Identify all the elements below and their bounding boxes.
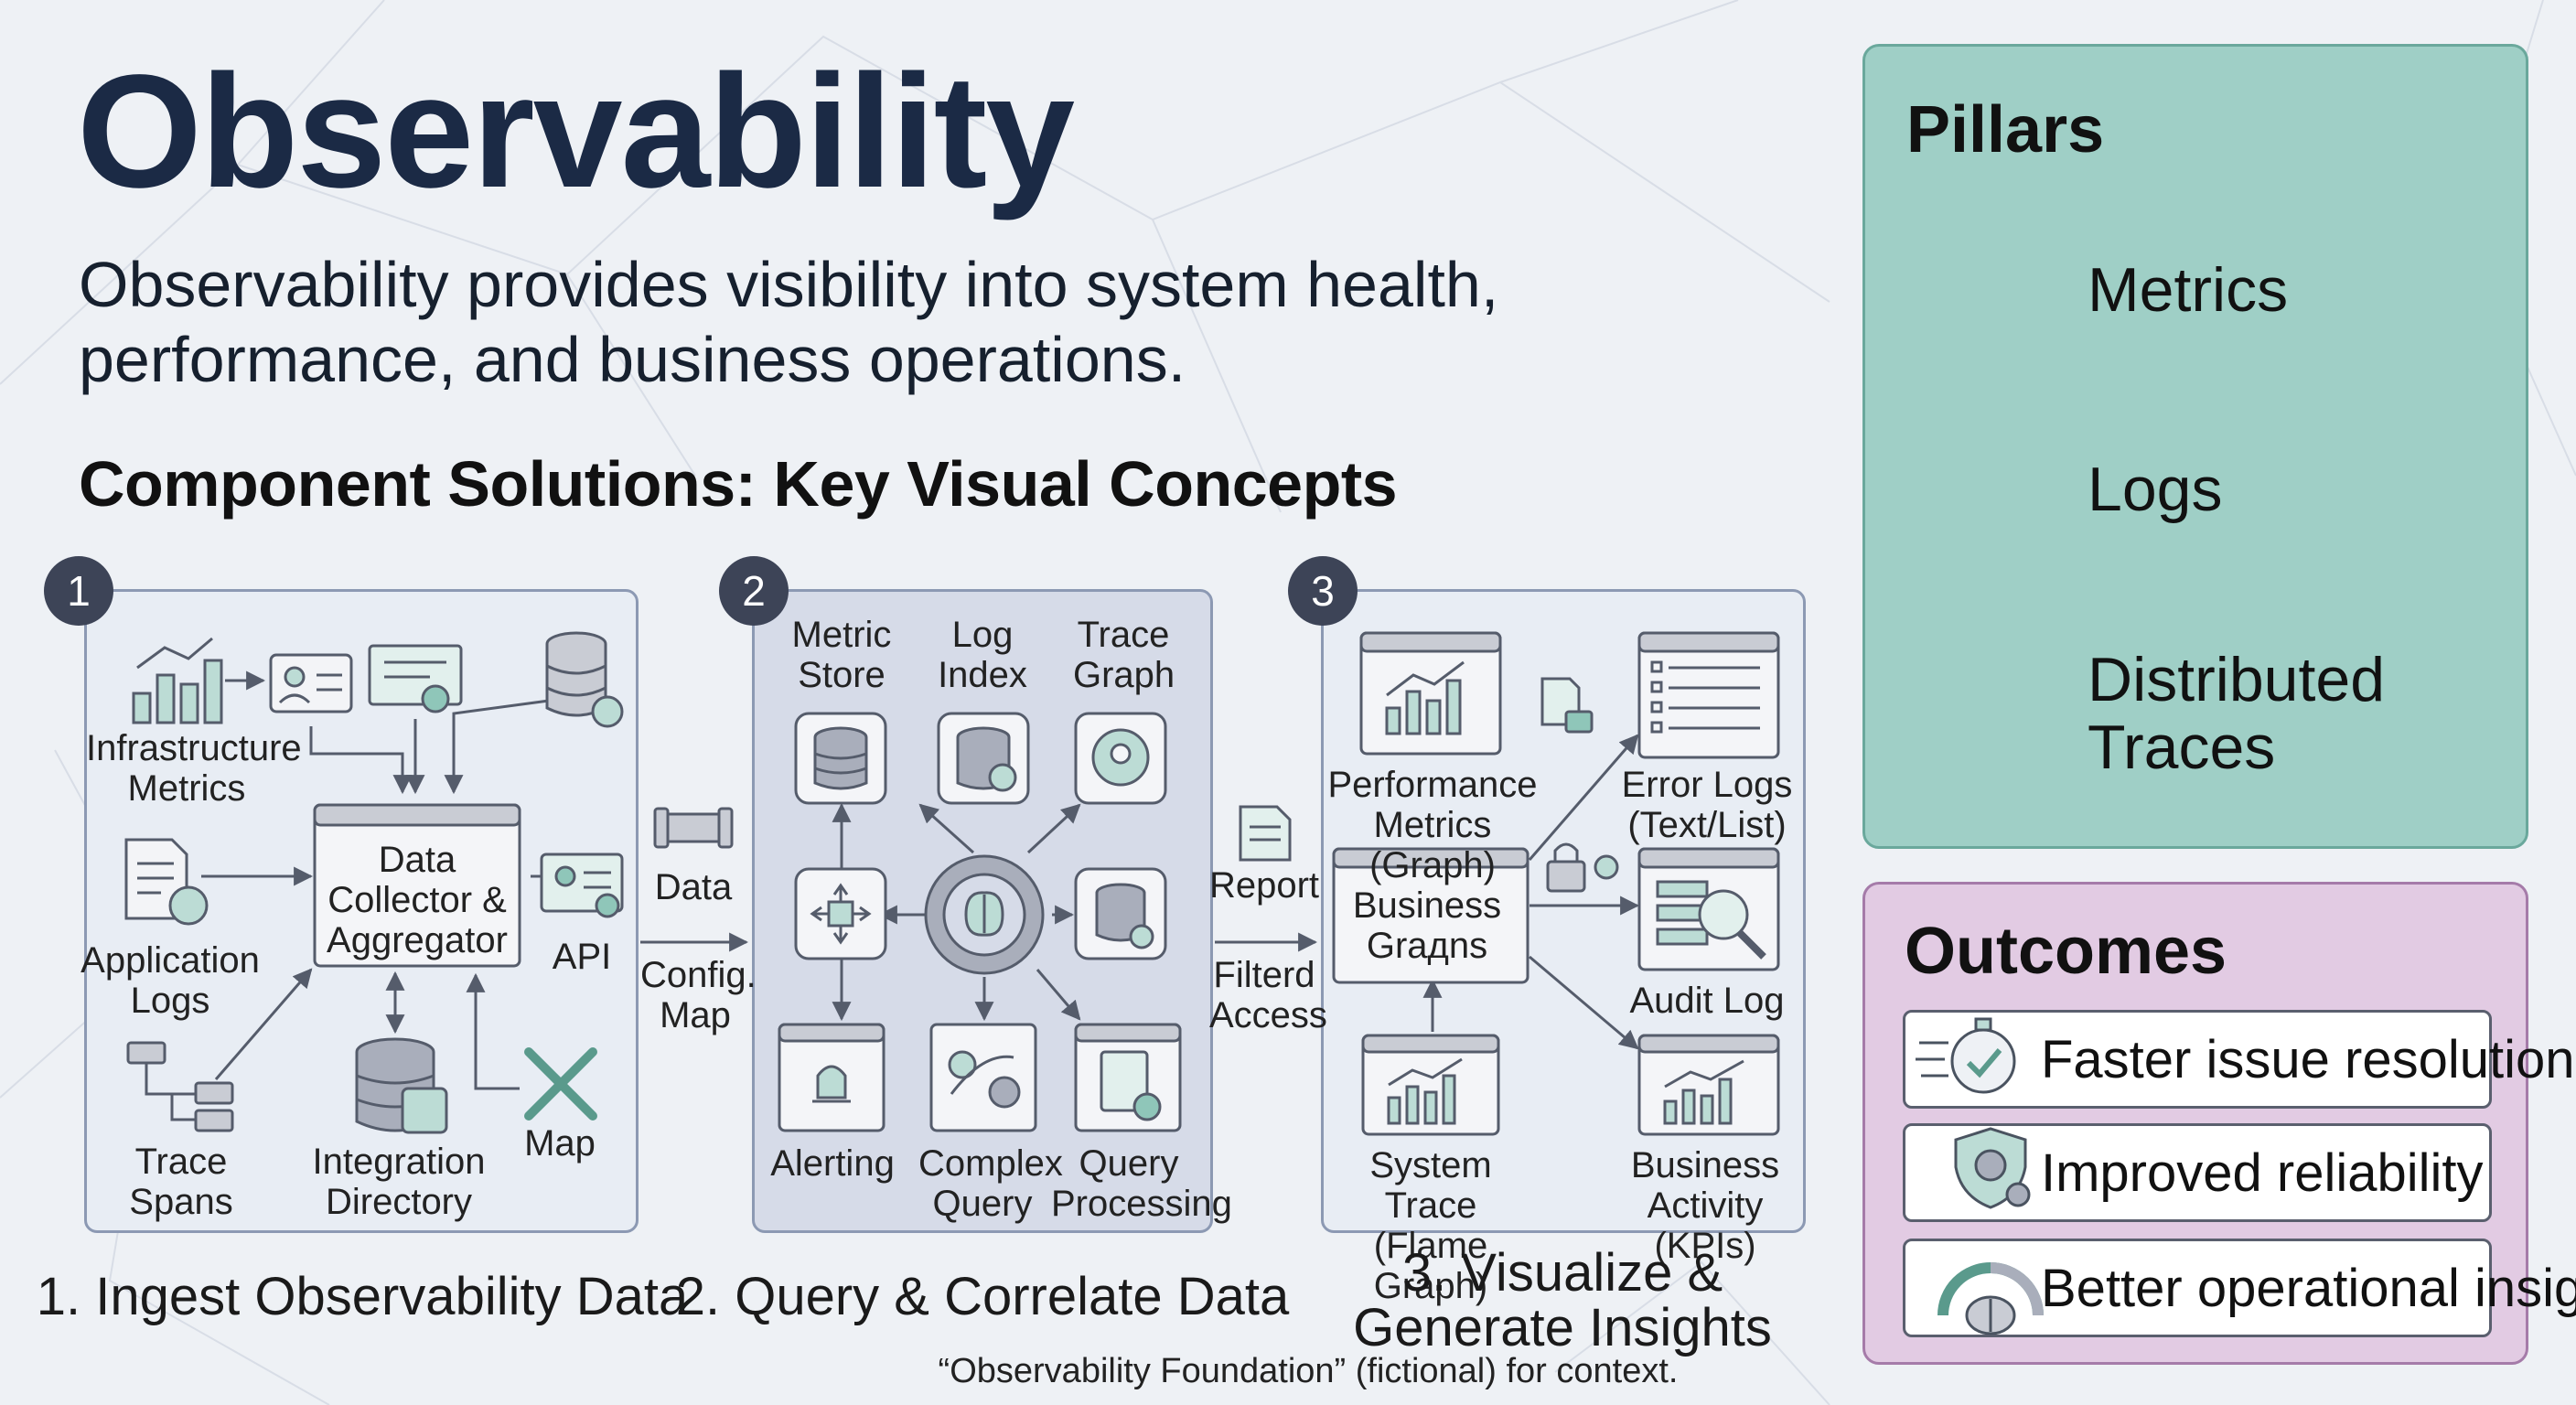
- id-card-icon: [269, 653, 353, 713]
- business-activity-window-icon: [1637, 1034, 1780, 1136]
- trace-spans-label: Trace Spans: [129, 1142, 233, 1222]
- page-subtitle: Observability provides visibility into s…: [79, 249, 1499, 395]
- application-logs-icon: [124, 838, 209, 926]
- audit-log-window-icon: [1637, 847, 1780, 971]
- pipe-connector-icon: [653, 807, 734, 849]
- step1-caption: 1. Ingest Observability Data: [36, 1267, 689, 1326]
- business-graphs-label: Business Graдns: [1352, 885, 1502, 966]
- audit-log-label: Audit Log: [1629, 981, 1785, 1021]
- step2-number-badge: 2: [719, 556, 789, 626]
- step1-number-badge: 1: [44, 556, 113, 626]
- trace-graph-label: Trace Graph: [1073, 615, 1175, 695]
- api-label: API: [552, 937, 612, 977]
- outcome-label: Improved reliability: [2041, 1143, 2484, 1203]
- integration-directory-icon: [355, 1037, 448, 1134]
- certificate-icon: [368, 644, 463, 713]
- outcome-better-insights: Better operational insights: [1903, 1239, 2576, 1337]
- complex-query-label: Complex Query: [918, 1143, 1063, 1224]
- business-graphs-window-icon: [1332, 847, 1530, 984]
- map-tools-icon: [524, 1047, 597, 1121]
- infrastructure-metrics-label: Infrastructure Metrics: [86, 728, 302, 809]
- query-processing-window-icon: [1074, 1023, 1182, 1132]
- query-processing-label: Query Processing: [1051, 1143, 1232, 1224]
- api-icon: [540, 853, 624, 918]
- alerting-label: Alerting: [770, 1143, 895, 1184]
- page-title: Observability: [77, 42, 1075, 221]
- system-trace-label: System Trace (Flame Graph): [1369, 1145, 1492, 1306]
- error-logs-window-icon: [1637, 631, 1780, 759]
- log-index-label: Log Index: [938, 615, 1027, 695]
- trace-spans-icon: [126, 1041, 234, 1132]
- metric-store-label: Metric Store: [791, 615, 892, 695]
- connector-report-label: Report: [1208, 865, 1320, 906]
- system-trace-window-icon: [1361, 1034, 1500, 1136]
- outcome-label: Faster issue resolution: [2041, 1030, 2575, 1089]
- infrastructure-metrics-icon: [132, 637, 223, 724]
- brain-gear-hub-icon: [924, 854, 1045, 975]
- section-heading: Component Solutions: Key Visual Concepts: [79, 448, 1398, 520]
- pillar-logs-label: Logs: [2088, 455, 2223, 524]
- step3-caption: 3. Visualize & Generate Insights: [1353, 1243, 1772, 1357]
- connector-config-map-label: Config. Map: [640, 955, 757, 1035]
- pillars-panel: [1862, 44, 2528, 849]
- alerting-window-icon: [778, 1023, 886, 1132]
- report-document-icon: [1239, 805, 1292, 862]
- data-collector-label: Data Collector & Aggregator: [327, 840, 508, 960]
- connector-data-label: Data: [654, 867, 733, 907]
- outcomes-heading: Outcomes: [1905, 915, 2227, 988]
- lock-key-icon: [1546, 842, 1619, 893]
- data-collector-window: [313, 803, 521, 968]
- pillars-heading: Pillars: [1906, 93, 2105, 166]
- application-logs-label: Application Logs: [80, 940, 260, 1021]
- outcome-improved-reliability: Improved reliability: [1903, 1123, 2492, 1222]
- performance-graph-window-icon: [1359, 631, 1502, 756]
- business-activity-label: Business Activity (KPIs): [1630, 1145, 1780, 1266]
- integration-directory-label: Integration Directory: [312, 1142, 486, 1222]
- error-logs-label: Error Logs (Text/List): [1621, 765, 1793, 845]
- complex-query-window-icon: [929, 1023, 1037, 1132]
- map-label: Map: [524, 1123, 596, 1164]
- step3-number-badge: 3: [1288, 556, 1358, 626]
- document-lock-icon: [1540, 677, 1594, 734]
- pillar-traces-label: Distributed Traces: [2088, 645, 2386, 782]
- outcome-faster-resolution: Faster issue resolution: [1903, 1010, 2574, 1109]
- outcome-label: Better operational insights: [2041, 1259, 2576, 1318]
- performance-metrics-label: Performance Metrics (Graph): [1327, 765, 1538, 885]
- footnote: “Observability Foundation” (fictional) f…: [938, 1352, 1679, 1390]
- database-gear-icon: [545, 631, 624, 728]
- connector-filtered-access-label: Filterd Access: [1209, 955, 1327, 1035]
- pillar-metrics-label: Metrics: [2088, 255, 2289, 325]
- step2-caption: 2. Query & Correlate Data: [675, 1267, 1290, 1326]
